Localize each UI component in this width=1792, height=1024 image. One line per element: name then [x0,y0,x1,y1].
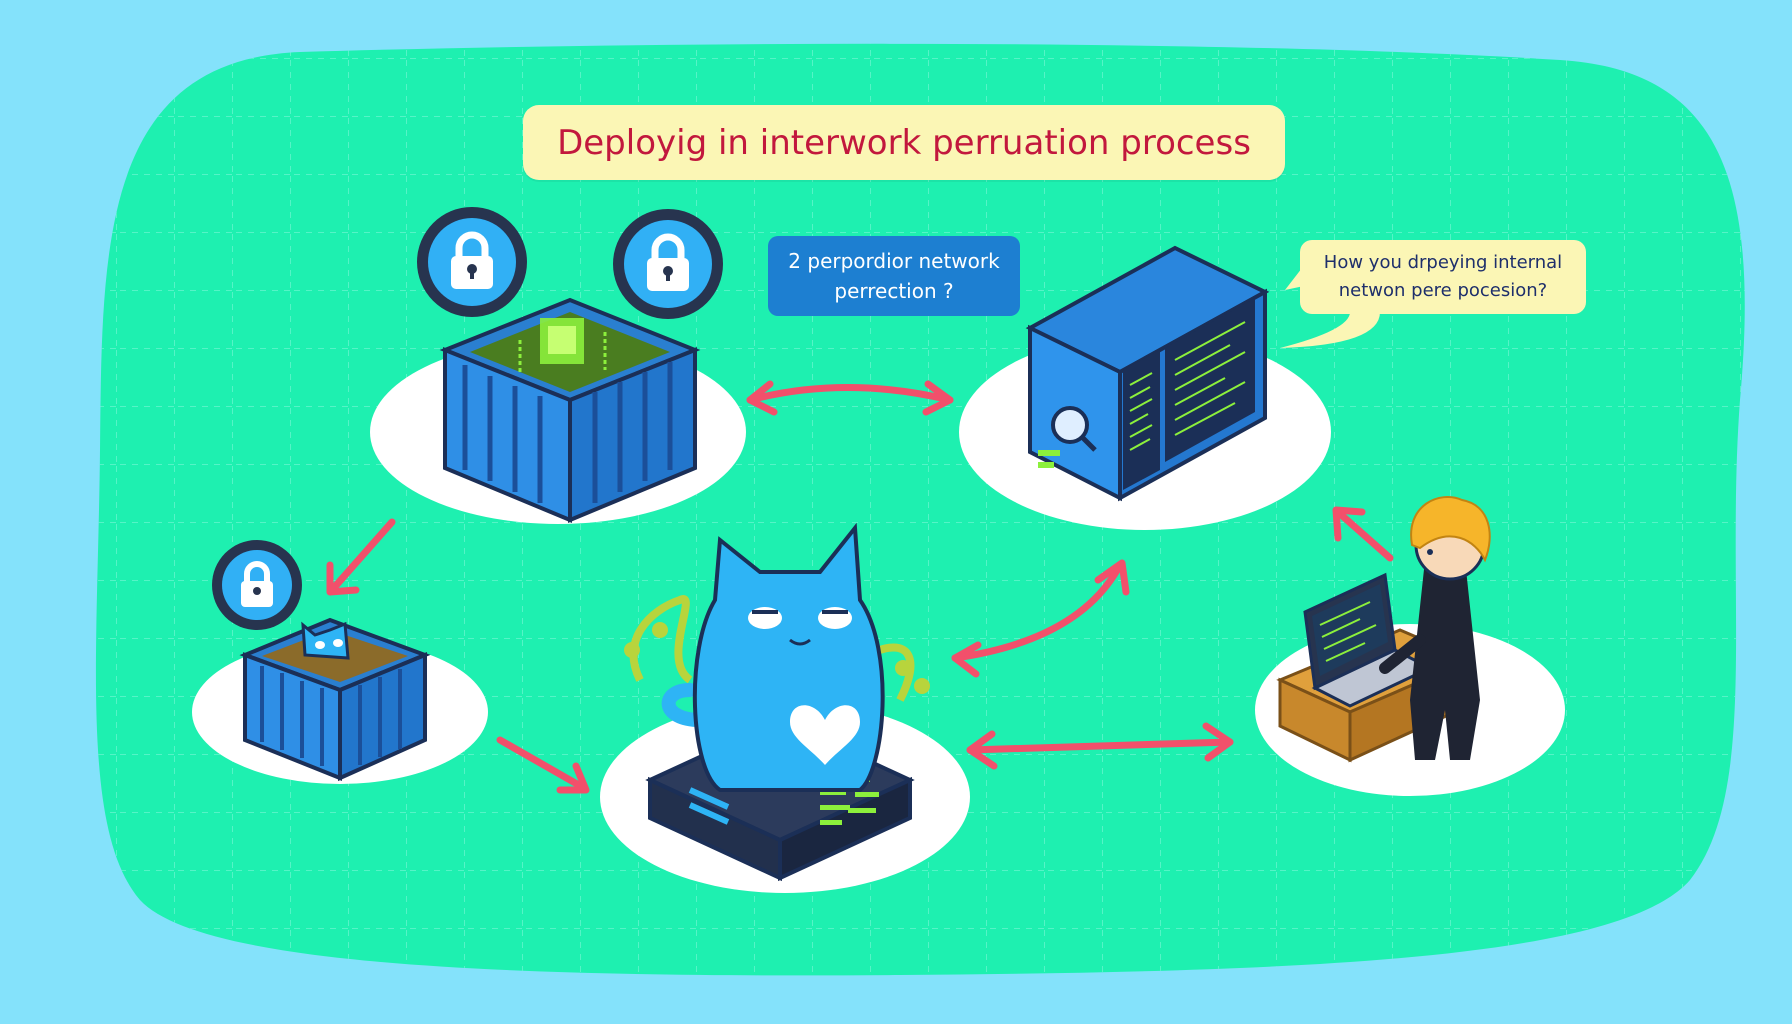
arrow-top-bidirectional [746,384,954,404]
diagram-title: Deployig in interwork perruation process [523,105,1285,180]
lock-icon [417,207,527,317]
arrow-bottom-head-b [1202,722,1234,762]
arrow-to-center [496,736,588,792]
server-cabinet [1025,245,1270,502]
speech-bubble-right: How you drpeying internal netwon pere po… [1300,240,1586,314]
bubble-right-tail-left [1285,268,1304,290]
arrow-to-small-container [328,518,396,594]
arrow-person-server [1334,508,1394,562]
arrow-to-center-head [556,762,590,794]
arrow-person-server-head [1332,506,1366,542]
lock-icon [212,540,302,630]
cat-mascot [624,522,930,792]
person-at-laptop [1276,496,1491,763]
speech-bubble-left-line1: 2 perpordior network [788,249,1000,273]
arrow-top-left-head [746,380,778,416]
arrow-center-server-head-b [1094,559,1130,596]
arrows [326,380,1394,794]
lock-icon [613,209,723,319]
arrow-bottom-head-a [966,730,998,770]
bubble-right-tail [1280,312,1380,348]
speech-bubble-left: 2 perpordior network perrection ? [768,236,1020,316]
arrow-center-server-head-a [951,641,982,678]
arrow-bottom-bidirectional [966,738,1234,754]
container-top-left [439,297,701,523]
arrow-top-right-head [922,380,954,416]
speech-bubble-right-line2: netwon pere pocesion? [1338,280,1548,301]
magnifier-icon [1051,406,1097,452]
arrow-to-small-container-head [326,561,360,596]
container-small-cat [239,617,431,782]
speech-bubble-right-line1: How you drpeying internal [1323,252,1563,273]
heart-icon [790,705,860,765]
speech-bubble-left-line2: perrection ? [834,279,954,303]
arrow-center-server-bidirectional [951,561,1124,662]
